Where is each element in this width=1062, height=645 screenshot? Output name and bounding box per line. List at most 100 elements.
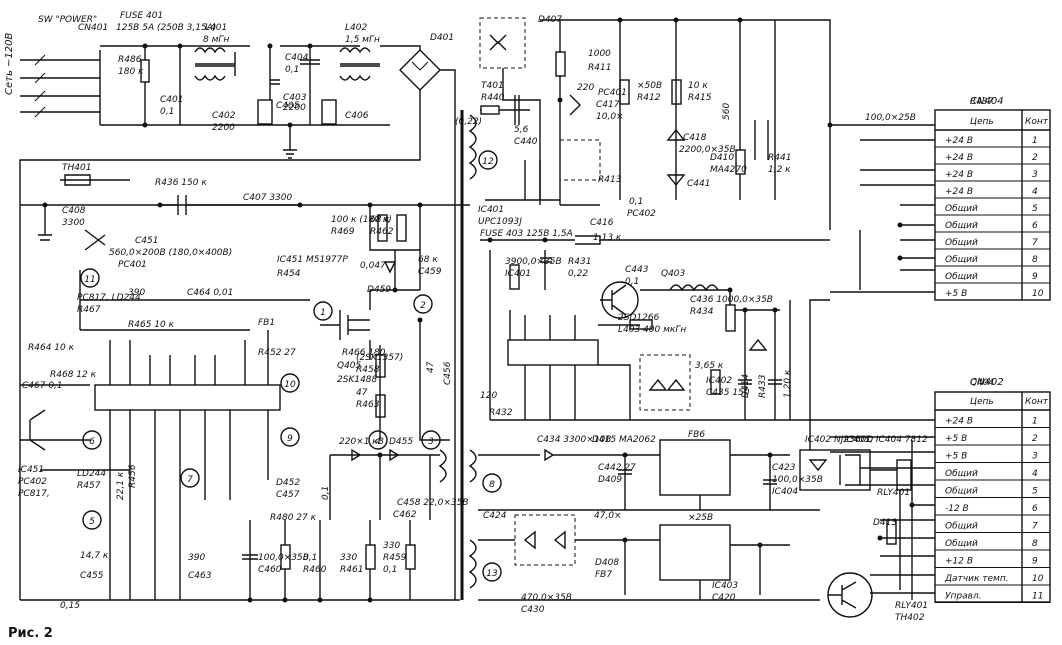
connector-cn401-label: CN401	[78, 23, 108, 33]
component-label: C404	[285, 53, 309, 63]
cn402-row-circuit: Общий	[945, 487, 978, 497]
component-label: R437	[970, 97, 994, 107]
component-label: R456	[128, 464, 138, 488]
component-label: C423	[772, 463, 796, 473]
component-label: PC402	[18, 477, 47, 487]
node-marker-circle	[421, 430, 441, 450]
component-label: R465 10 к	[128, 320, 175, 330]
component-label: R467	[77, 305, 101, 315]
cn404-row-circuit: Общий	[945, 221, 978, 231]
component-label: IC451 M51977P	[277, 255, 348, 265]
component-label: 470,0×35В	[521, 593, 572, 603]
component-label: C436 1000,0×35В	[690, 295, 773, 305]
component-label: 390	[128, 288, 145, 298]
component-label: C460	[258, 565, 282, 575]
component-label: D414	[741, 374, 751, 398]
mains-label: Сеть ~120В	[4, 33, 15, 95]
component-label: FB1	[258, 318, 275, 328]
component-label: C457	[276, 490, 300, 500]
component-label: 1,20 к	[783, 369, 793, 398]
component-label: 330	[340, 553, 357, 563]
component-label: 0,1	[625, 277, 639, 287]
cn404-row-circuit: Общий	[945, 272, 978, 282]
component-label: 220	[577, 83, 594, 93]
component-label: 0,1	[321, 486, 331, 500]
fuse403-label: FUSE 403 125В 1,5А	[480, 229, 573, 239]
cn402-row-pin: 2	[1032, 434, 1038, 444]
cn402-row-circuit: Общий	[945, 539, 978, 549]
node-marker-number: 10	[284, 380, 296, 390]
cn404-row-pin: 2	[1032, 153, 1038, 163]
component-label: PC401	[598, 88, 627, 98]
component-label: 68 к	[370, 215, 390, 225]
component-label: D455	[389, 437, 413, 447]
component-label: D415 MA2062	[592, 435, 656, 445]
component-label: C467 0,1	[22, 381, 63, 391]
component-label: ×25В	[688, 513, 713, 523]
component-label: MA4270	[710, 165, 747, 175]
component-label: R468 12 к	[50, 370, 97, 380]
component-label: D409	[598, 475, 622, 485]
cn402-row-pin: 11	[1032, 592, 1043, 602]
component-label: C424	[483, 511, 507, 521]
component-label: (0,22)	[455, 117, 482, 127]
node-marker-circle	[180, 468, 200, 488]
component-label: D452	[276, 478, 300, 488]
cn402-row-pin: 5	[1032, 487, 1038, 497]
node-marker-circle	[368, 430, 388, 450]
component-label: 0,1	[629, 197, 643, 207]
cn404-header-pin: Конт	[1025, 117, 1049, 127]
cn402-row-pin: 8	[1032, 539, 1038, 549]
switch-label: SW "POWER"	[38, 15, 97, 25]
component-label: PC817, LD244	[77, 293, 141, 303]
cn404-row-pin: 10	[1032, 289, 1044, 299]
component-label: C440	[514, 137, 538, 147]
component-label: 14,7 к	[80, 551, 109, 561]
node-marker-number: 13	[486, 569, 498, 579]
node-marker-circle	[82, 430, 102, 450]
node-marker-number: 3	[428, 437, 434, 447]
component-label: TH402	[895, 613, 925, 623]
component-label: 560	[722, 103, 732, 120]
component-label: 10,0×	[596, 112, 624, 122]
cn404-row-pin: 7	[1032, 238, 1038, 248]
component-label: C435 150	[706, 388, 750, 398]
component-label: C402	[212, 111, 236, 121]
component-label: R460	[303, 565, 327, 575]
component-label: 3900,0×35В	[505, 257, 562, 267]
component-label: R466 180	[342, 348, 386, 358]
cn404-row-pin: 3	[1032, 170, 1038, 180]
component-label: C442 27	[598, 463, 636, 473]
cn404-row-pin: 1	[1032, 136, 1038, 146]
component-label: R462	[370, 227, 394, 237]
cn404-row-pin: 4	[1032, 187, 1038, 197]
component-label: 47,0×	[594, 511, 622, 521]
cn404-row-pin: 5	[1032, 204, 1038, 214]
cn404-row-pin: 9	[1032, 272, 1038, 282]
component-label: R457	[77, 481, 101, 491]
cn402-header-pin: Конт	[1025, 397, 1049, 407]
component-label: R411	[588, 63, 611, 73]
component-label: R452 27	[258, 348, 296, 358]
component-label: R415	[688, 93, 712, 103]
component-label: IC402 NJ2360D	[805, 435, 873, 445]
node-marker-number: 2	[420, 301, 426, 311]
component-label: 2SK1488	[337, 375, 378, 385]
cn402-header-circuit: Цепь	[970, 397, 994, 407]
node-marker-number: 1	[320, 308, 326, 318]
cn402-row-pin: 10	[1032, 574, 1044, 584]
component-label: IC401	[478, 205, 504, 215]
component-label: R413	[598, 175, 622, 185]
cn404-row-circuit: Общий	[945, 204, 978, 214]
component-label: Q403	[661, 269, 686, 279]
cn404-header-circuit: Цепь	[970, 117, 994, 127]
component-label: 0,1	[383, 565, 397, 575]
node-marker-number: 11	[84, 275, 95, 285]
component-label: 100,0×25В	[865, 113, 916, 123]
component-label: 330	[383, 541, 400, 551]
component-label: 0,1	[303, 553, 317, 563]
component-label: L401	[205, 23, 227, 33]
component-label: FB6	[688, 430, 705, 440]
component-label: 8 мГн	[203, 35, 229, 45]
cn402-row-pin: 4	[1032, 469, 1038, 479]
